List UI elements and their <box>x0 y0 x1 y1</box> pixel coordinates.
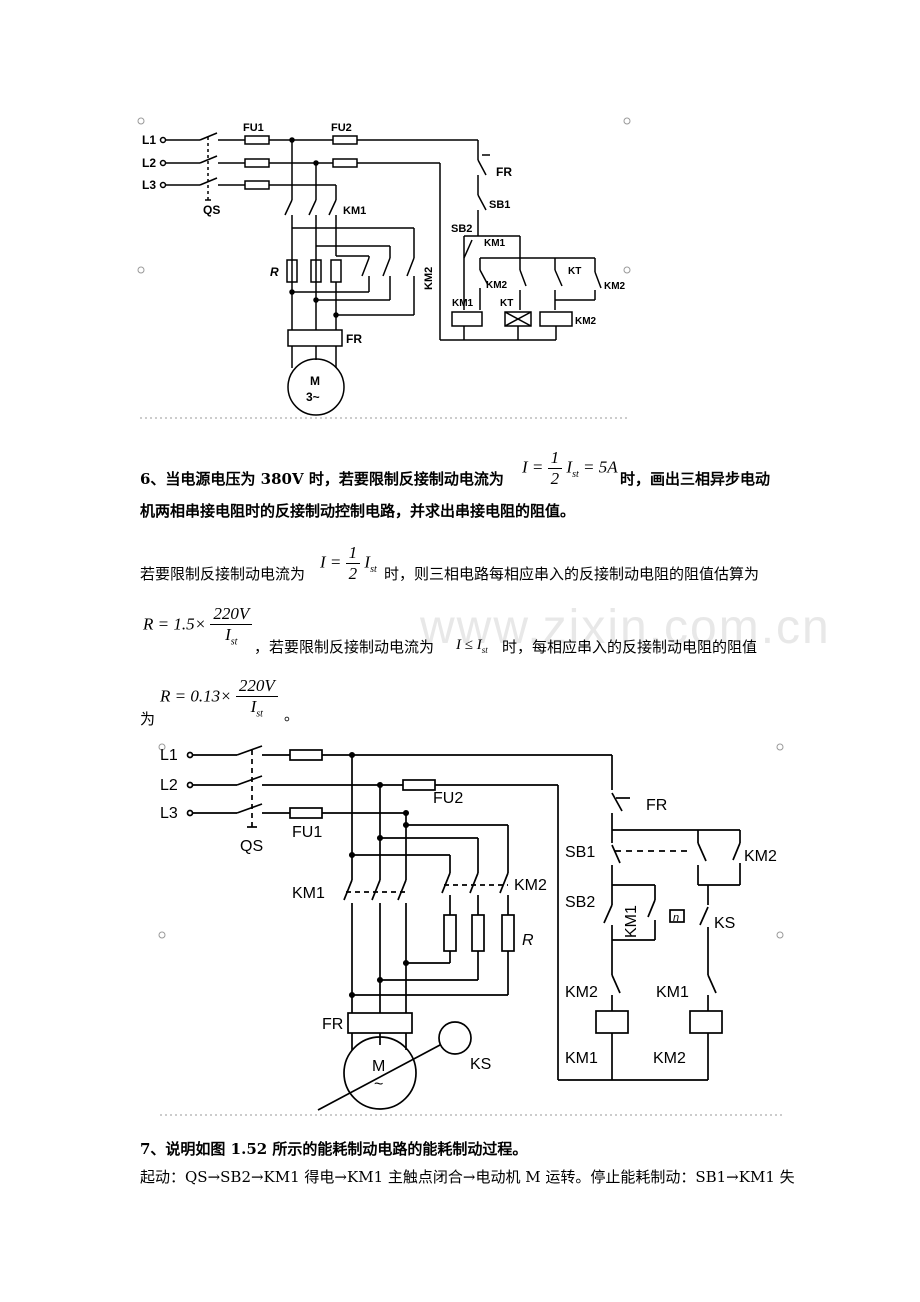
label-kt-a: KT <box>568 266 581 277</box>
d2-label-ks-n: n <box>673 912 679 924</box>
p3-r: R = 0.13× <box>160 686 232 706</box>
d2-label-fr-ctrl: FR <box>646 797 667 814</box>
q6-p1-after: 时，则三相电路每相应串入的反接制动电阻的阻值估算为 <box>384 565 760 583</box>
p1-frac-num: 1 <box>345 543 361 564</box>
p2-cond-text: I ≤ I <box>456 637 482 653</box>
d2-label-l3: L3 <box>160 805 178 822</box>
formula-val: = 5A <box>583 457 618 477</box>
q7-line1: 起动：QS→SB2→KM1 得电→KM1 主触点闭合→电动机 M 运转。停止能耗… <box>140 1168 795 1186</box>
label-sb1: SB1 <box>489 199 510 211</box>
q6-p2-cond: I ≤ Ist <box>456 638 488 655</box>
label-km2: KM2 <box>423 267 435 290</box>
q6-p3-end: 。 <box>284 706 300 724</box>
q6-p1-formula: I = 1 2 Ist <box>320 543 377 584</box>
frac-den: 2 <box>550 469 560 488</box>
label-km2-ctrl-b: KM2 <box>604 281 626 292</box>
circuit-diagram-2: L1 L2 L3 QS FU1 FU2 KM1 KM2 R FR M ~ KS … <box>158 743 784 1116</box>
d2-label-r: R <box>522 932 534 949</box>
p3-den: Ist <box>236 697 278 719</box>
d2-label-qs: QS <box>240 838 263 855</box>
label-motor: M <box>310 374 320 388</box>
d2-label-km1-hold: KM1 <box>623 905 640 938</box>
d2-label-motor: M <box>372 1058 385 1075</box>
q6-p3-wei: 为 <box>140 710 156 728</box>
d2-label-coil-km1: KM1 <box>565 1050 598 1067</box>
p1-frac-den: 2 <box>348 564 358 583</box>
label-l1: L1 <box>142 133 156 147</box>
d2-label-km1-int: KM1 <box>656 984 689 1001</box>
d2-label-km2: KM2 <box>514 877 547 894</box>
q6-p1-before: 若要限制反接制动电流为 <box>140 565 306 583</box>
q6-p2-formula: R = 1.5× 220V Ist <box>143 604 253 647</box>
d2-label-fu1: FU1 <box>292 824 322 841</box>
q6-heading-after: 时，画出三相异步电动 <box>620 470 771 488</box>
label-fr: FR <box>346 332 362 346</box>
p1-formula-sub: st <box>370 563 377 575</box>
label-l2: L2 <box>142 156 156 170</box>
p3-den-sub: st <box>256 708 263 720</box>
p2-den: Ist <box>210 625 252 647</box>
d2-label-fr: FR <box>322 1016 343 1033</box>
d2-label-l2: L2 <box>160 777 178 794</box>
p2-den-sub: st <box>230 636 238 648</box>
p2-cond-sub: st <box>481 645 488 655</box>
frac-num: 1 <box>547 448 563 469</box>
d2-label-ks-ctrl: KS <box>714 915 735 932</box>
q6-heading-before: 6、当电源电压为 380V 时，若要限制反接制动电流为 <box>140 470 504 488</box>
p1-formula-i: I <box>320 552 326 572</box>
q6-p3-formula: R = 0.13× 220V Ist <box>160 676 278 719</box>
q7-heading: 7、说明如图 1.52 所示的能耗制动电路的能耗制动过程。 <box>140 1140 528 1158</box>
d2-label-ks: KS <box>470 1056 491 1073</box>
label-fu1: FU1 <box>243 122 264 134</box>
label-coil-km1: KM1 <box>452 298 474 309</box>
formula-sub: st <box>572 468 579 480</box>
d2-label-fu2: FU2 <box>433 790 463 807</box>
d2-label-coil-km2: KM2 <box>653 1050 686 1067</box>
p2-den-i: I <box>225 625 231 644</box>
p2-frac: 220V Ist <box>210 604 253 647</box>
p3-den-i: I <box>250 697 257 716</box>
label-km1-ctrl: KM1 <box>484 238 506 249</box>
d2-label-sb2: SB2 <box>565 894 595 911</box>
circuit-diagram-1: L1 L2 L3 QS FU1 FU2 KM1 R KM2 FR M 3~ FR… <box>137 117 631 419</box>
label-fr-ctrl: FR <box>496 165 512 179</box>
q6-p2-mid: ，若要限制反接制动电流为 <box>254 638 435 656</box>
label-coil-km2: KM2 <box>575 316 597 327</box>
p2-num: 220V <box>210 604 253 625</box>
q6-heading-line1: 6、当电源电压为 380V 时，若要限制反接制动电流为 <box>140 472 504 487</box>
label-km1: KM1 <box>343 205 366 217</box>
label-l3: L3 <box>142 178 156 192</box>
label-r: R <box>270 265 279 279</box>
label-fu2: FU2 <box>331 122 352 134</box>
p3-frac: 220V Ist <box>235 676 278 719</box>
label-kt-b: KT <box>500 298 513 309</box>
formula-i: I <box>522 457 528 477</box>
d2-label-km2-int: KM2 <box>565 984 598 1001</box>
label-km2-ctrl-a: KM2 <box>486 280 508 291</box>
d2-label-km2-hold: KM2 <box>744 848 777 865</box>
p1-formula-half: 1 2 <box>345 543 361 584</box>
q6-formula: I = 1 2 Ist = 5A <box>522 448 618 489</box>
q6-p2-after: 时，每相应串入的反接制动电阻的阻值 <box>502 638 758 656</box>
p3-num: 220V <box>235 676 278 697</box>
formula-ist: I <box>566 457 573 477</box>
formula-half: 1 2 <box>547 448 563 489</box>
watermark: www.zixin.com.cn <box>420 601 831 654</box>
d2-label-km1: KM1 <box>292 885 325 902</box>
d2-label-sb1: SB1 <box>565 844 595 861</box>
d2-label-l1: L1 <box>160 747 178 764</box>
q6-heading-line2: 机两相串接电阻时的反接制动控制电路，并求出串接电阻的阻值。 <box>140 502 576 520</box>
p1-formula-ist: I <box>364 552 371 572</box>
label-motor-sub: 3~ <box>306 390 320 404</box>
d2-label-motor-sub: ~ <box>374 1076 383 1093</box>
p2-r: R = 1.5× <box>143 614 207 634</box>
label-sb2: SB2 <box>451 223 472 235</box>
label-qs: QS <box>203 203 220 217</box>
